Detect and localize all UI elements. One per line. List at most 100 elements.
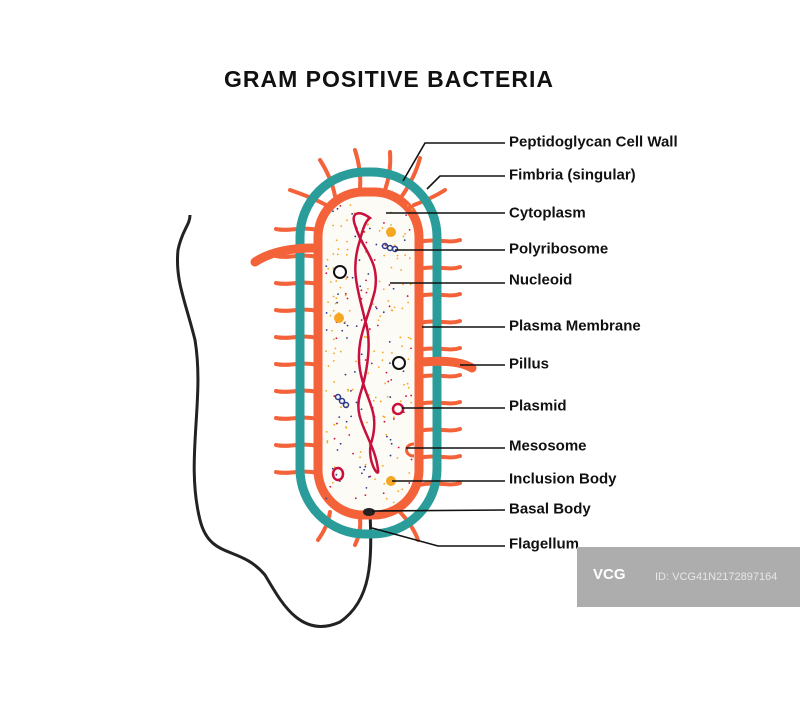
granule [347,388,349,391]
granule [389,454,392,457]
granule [375,307,378,310]
granule [399,336,402,339]
granule [408,482,411,484]
granule [390,309,393,312]
granule [379,315,382,318]
inclusion-body [386,476,396,486]
granule [336,422,338,425]
label-mesosome: Mesosome [509,437,587,455]
granule [335,473,338,476]
granule [383,222,385,224]
granule [337,293,339,296]
granule [396,257,399,260]
fimbria [274,226,320,232]
granule [382,288,385,291]
granule [359,285,362,288]
granule [402,235,405,238]
granule [346,240,348,243]
granule [410,401,413,404]
inclusion-body [386,227,396,237]
granule [390,266,393,269]
fimbria [417,319,462,325]
granule [363,468,366,471]
nucleoid [352,212,380,474]
granule [367,287,369,290]
granule [327,365,330,367]
fimbria [417,292,462,298]
granule [368,227,371,230]
granule [339,350,342,353]
granule [365,336,368,339]
granule [333,423,336,426]
granule [353,371,356,373]
granule [332,359,335,362]
granule [406,204,409,207]
label-inclusion-body: Inclusion Body [509,470,617,488]
granule [374,478,376,480]
granule [332,224,335,227]
granule [334,347,337,350]
granule [325,312,328,314]
granule [373,259,376,261]
granule [359,466,362,469]
granule [338,416,341,419]
granule [325,265,328,268]
granule [408,472,411,474]
granule [401,345,403,348]
granule [347,389,349,392]
granule [332,309,335,312]
granule [348,434,351,436]
granule [369,475,372,478]
granule [340,225,343,228]
granule [335,239,338,242]
label-nucleoid: Nucleoid [509,271,573,289]
granule [382,415,385,418]
label-plasmid: Plasmid [509,397,567,415]
granule [410,347,412,350]
granule [370,362,373,365]
granule [358,259,361,262]
pilus-left [250,243,319,267]
granule [325,430,328,433]
granule [331,329,333,332]
label-basal-body: Basal Body [509,500,591,518]
granule [406,295,409,297]
fimbria [417,481,462,487]
granule [393,416,395,419]
granule [381,359,384,362]
fimbria [417,346,462,352]
granule [376,324,379,327]
granule [375,243,378,246]
granule [383,254,386,257]
granule [400,269,403,271]
granule [385,433,388,436]
granule [344,373,347,376]
granule [408,257,411,260]
granule [405,395,407,398]
granule [331,481,334,484]
granule [383,416,386,419]
granule [355,401,358,404]
granule [333,352,335,355]
granule [364,494,367,497]
granule [388,284,391,286]
granule [391,352,393,354]
granule [360,319,363,321]
ribosome-cluster [392,356,406,370]
granule [336,449,339,451]
granule [387,300,390,302]
granule [385,497,388,500]
granule [396,254,399,257]
granule [390,224,393,226]
granule [386,435,388,438]
granule [390,442,393,445]
granule [372,303,374,306]
granule [333,380,336,383]
granule [367,372,370,375]
watermark-id: ID: VCG41N2172897164 [655,571,778,583]
granule [351,212,354,215]
polyribosome [334,242,399,409]
granule [359,451,362,453]
fimbria [417,454,462,460]
peptidoglycan-cell-wall [295,167,442,539]
